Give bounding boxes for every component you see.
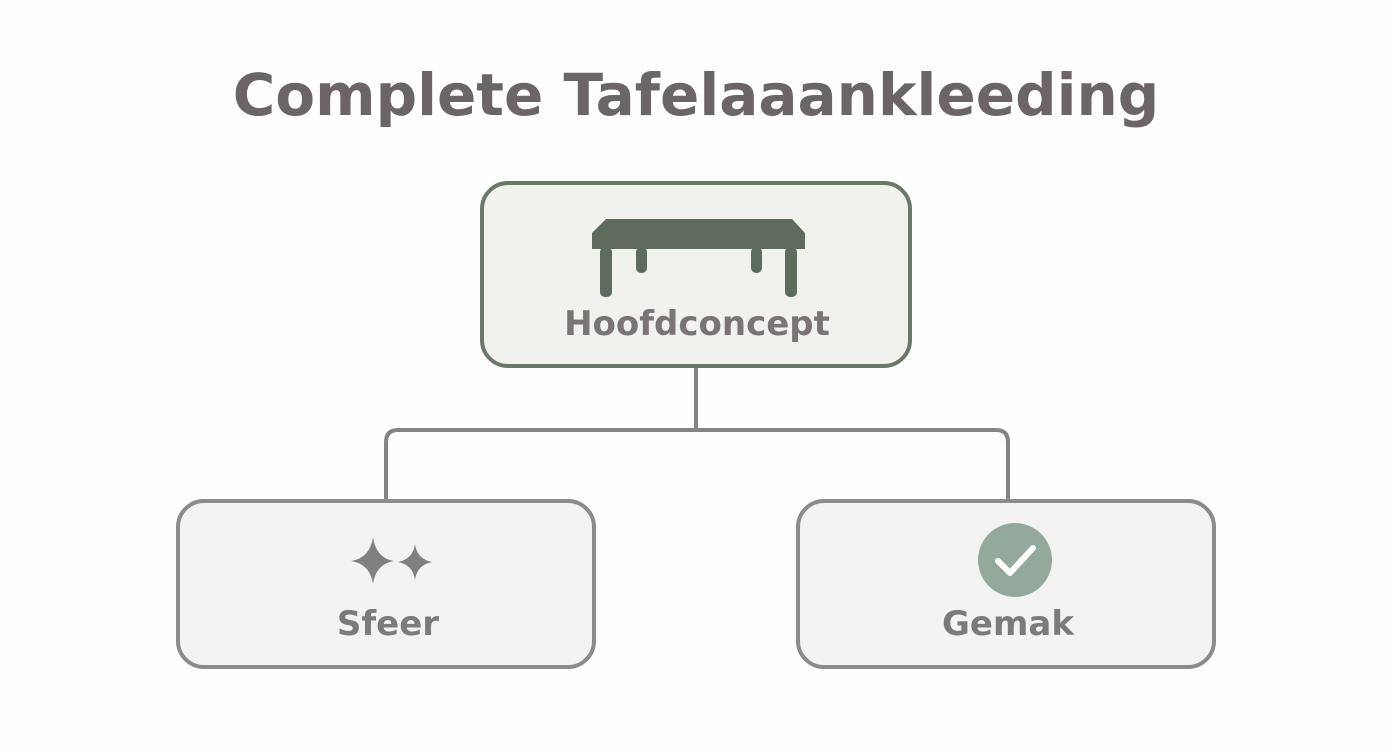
connector-horizontal (384, 428, 1010, 500)
root-node: Hoofdconcept (480, 181, 912, 368)
checkmark-circle-icon (978, 523, 1052, 597)
sparkles-icon (351, 537, 432, 584)
diagram-title: Complete Tafelaaankleeding (233, 61, 1160, 129)
child-node-gemak: Gemak (796, 499, 1216, 669)
table-icon (592, 219, 805, 297)
child-node-sfeer: Sfeer (176, 499, 596, 669)
child-node-sfeer-box (176, 499, 596, 669)
connector-lines (384, 366, 1010, 500)
root-node-box (480, 181, 912, 368)
child-node-sfeer-label: Sfeer (337, 604, 439, 644)
child-node-gemak-label: Gemak (942, 604, 1075, 644)
root-node-label: Hoofdconcept (564, 304, 830, 344)
